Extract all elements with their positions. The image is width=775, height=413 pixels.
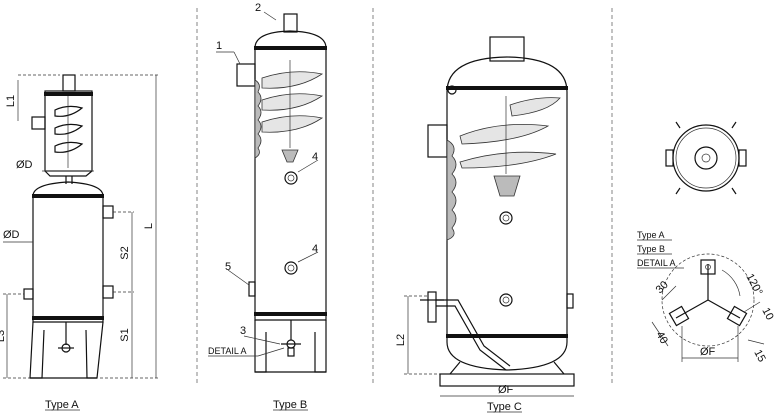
foot-hole bbox=[668, 305, 690, 327]
legend-type-a: Type A bbox=[637, 230, 665, 240]
main-vessel bbox=[32, 181, 104, 323]
type-a-view: L1 ØD ØD S2 L S1 L3 Type A bbox=[0, 74, 160, 411]
callout-4a: 4 bbox=[312, 151, 318, 163]
upper-vessel bbox=[44, 90, 93, 172]
dim-of-detail: ØF bbox=[700, 346, 716, 358]
caption-type-b: Type B bbox=[273, 399, 307, 411]
base-plate bbox=[439, 373, 575, 387]
inlet-nozzle bbox=[427, 124, 448, 158]
sight-glass bbox=[499, 211, 513, 225]
caption-type-a: Type A bbox=[45, 399, 79, 411]
dim-10: 10 bbox=[759, 306, 775, 322]
dim-l3: L3 bbox=[0, 330, 7, 342]
top-nozzle bbox=[489, 36, 525, 62]
inlet-nozzle bbox=[236, 63, 256, 87]
dim-of: ØF bbox=[498, 384, 514, 396]
foot-hole bbox=[700, 259, 716, 275]
helix bbox=[459, 97, 561, 169]
callout-5: 5 bbox=[225, 261, 231, 273]
type-c-view: L2 ØF Type C bbox=[395, 36, 575, 413]
sight-glass bbox=[284, 261, 298, 275]
legend-detail-a: DETAIL A bbox=[637, 258, 676, 268]
dim-od-top: ØD bbox=[16, 159, 33, 171]
dim-l2: L2 bbox=[395, 334, 407, 346]
outlet-nozzle bbox=[102, 205, 114, 219]
dim-s1: S1 bbox=[119, 328, 131, 341]
callout-4b: 4 bbox=[312, 243, 318, 255]
dim-40: 40 bbox=[653, 330, 670, 347]
dim-s2: S2 bbox=[119, 246, 131, 259]
dim-od-main: ØD bbox=[3, 229, 20, 241]
type-b-view: 2 1 4 4 5 3 DETAIL A Type B bbox=[208, 2, 327, 411]
dim-l1: L1 bbox=[5, 95, 17, 107]
dim-l: L bbox=[143, 223, 155, 229]
dim-angle: 120° bbox=[743, 272, 764, 298]
top-view bbox=[665, 121, 747, 195]
inlet-nozzle bbox=[31, 116, 46, 130]
filter bbox=[254, 79, 262, 159]
top-nozzle bbox=[283, 13, 298, 33]
top-nozzle bbox=[62, 74, 76, 92]
helix bbox=[54, 105, 84, 153]
left-nozzle bbox=[23, 288, 34, 300]
callout-1: 1 bbox=[216, 40, 222, 52]
caption-type-c: Type C bbox=[487, 401, 522, 413]
callout-3: 3 bbox=[240, 325, 246, 337]
foot-hole bbox=[726, 305, 748, 327]
sight-glass bbox=[284, 171, 298, 185]
detail-a-view: Type A Type B DETAIL A 120° 30 40 10 15 … bbox=[637, 230, 775, 364]
vessel bbox=[446, 56, 568, 371]
dim-15: 15 bbox=[751, 348, 767, 364]
detail-a-label: DETAIL A bbox=[208, 346, 247, 356]
oil-nozzle bbox=[102, 285, 114, 299]
sight-glass bbox=[499, 293, 513, 307]
helix bbox=[261, 71, 324, 133]
filter bbox=[446, 139, 457, 241]
callout-2: 2 bbox=[255, 2, 261, 14]
legend-type-b: Type B bbox=[637, 244, 665, 254]
